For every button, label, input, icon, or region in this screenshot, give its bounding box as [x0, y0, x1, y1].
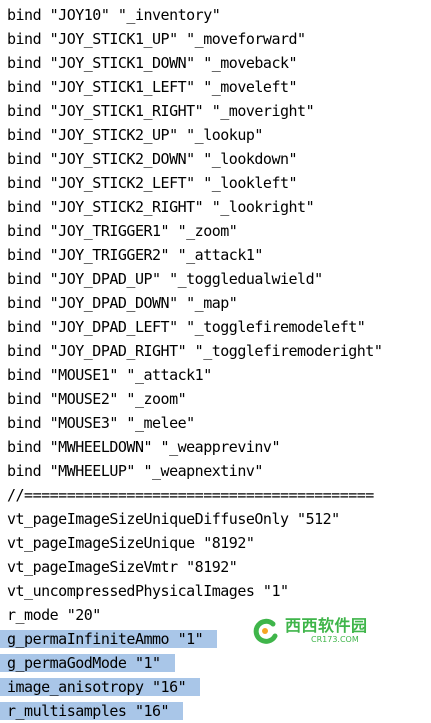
code-line[interactable]: bind "JOY_DPAD_UP" "_toggledualwield" [7, 267, 431, 291]
code-line[interactable]: bind "MWHEELDOWN" "_weapprevinv" [7, 435, 431, 459]
code-line[interactable]: bind "JOY_DPAD_DOWN" "_map" [7, 291, 431, 315]
code-line-text: r_multisamples "16" [0, 702, 184, 720]
code-line-text: bind "JOY_TRIGGER1" "_zoom" [7, 222, 238, 240]
code-line-text: bind "JOY_TRIGGER2" "_attack1" [7, 246, 263, 264]
code-line-text: bind "JOY_STICK1_RIGHT" "_moveright" [7, 102, 315, 120]
code-line-text: g_permaGodMode "1" [0, 654, 175, 672]
selected-code-line[interactable]: g_permaInfiniteAmmo "1" [0, 627, 431, 651]
code-line[interactable]: bind "MOUSE3" "_melee" [7, 411, 431, 435]
code-line-text: vt_pageImageSizeUnique "8192" [7, 534, 255, 552]
code-line-text: bind "JOY_STICK2_LEFT" "_lookleft" [7, 174, 298, 192]
code-line[interactable]: bind "JOY_STICK2_DOWN" "_lookdown" [7, 147, 431, 171]
code-line[interactable]: bind "MWHEELUP" "_weapnextinv" [7, 459, 431, 483]
code-line-text: bind "JOY_STICK2_RIGHT" "_lookright" [7, 198, 315, 216]
code-line-text: bind "MOUSE2" "_zoom" [7, 390, 187, 408]
selected-code-line[interactable]: r_multisamples "16" [0, 699, 431, 723]
code-line-text: bind "MWHEELUP" "_weapnextinv" [7, 462, 263, 480]
watermark-logo-icon [251, 616, 281, 646]
code-line-text: bind "JOY_DPAD_UP" "_toggledualwield" [7, 270, 323, 288]
code-line[interactable]: bind "MOUSE1" "_attack1" [7, 363, 431, 387]
selected-code-line[interactable]: image_anisotropy "16" [0, 675, 431, 699]
code-line-text: bind "JOY_STICK2_UP" "_lookup" [7, 126, 263, 144]
code-line-text: image_anisotropy "16" [0, 678, 201, 696]
code-line-text: bind "JOY_STICK1_LEFT" "_moveleft" [7, 78, 298, 96]
code-line[interactable]: bind "JOY_STICK1_UP" "_moveforward" [7, 27, 431, 51]
code-line[interactable]: bind "JOY_STICK2_RIGHT" "_lookright" [7, 195, 431, 219]
code-line[interactable]: bind "JOY_STICK1_DOWN" "_moveback" [7, 51, 431, 75]
code-line-text: bind "MOUSE1" "_attack1" [7, 366, 212, 384]
code-line-text: bind "JOY_STICK1_DOWN" "_moveback" [7, 54, 298, 72]
code-line-text: bind "JOY_STICK1_UP" "_moveforward" [7, 30, 306, 48]
code-line[interactable]: bind "JOY_STICK1_RIGHT" "_moveright" [7, 99, 431, 123]
code-line-text: g_permaInfiniteAmmo "1" [0, 630, 218, 648]
code-line[interactable]: bind "JOY_TRIGGER2" "_attack1" [7, 243, 431, 267]
code-line[interactable]: bind "MOUSE2" "_zoom" [7, 387, 431, 411]
code-line[interactable]: vt_pageImageSizeUnique "8192" [7, 531, 431, 555]
code-line-text: vt_pageImageSizeVmtr "8192" [7, 558, 238, 576]
code-line[interactable]: vt_pageImageSizeUniqueDiffuseOnly "512" [7, 507, 431, 531]
code-line[interactable]: r_mode "20" [7, 603, 431, 627]
code-line[interactable]: bind "JOY_DPAD_RIGHT" "_togglefiremoderi… [7, 339, 431, 363]
code-line-text: r_mode "20" [7, 606, 101, 624]
selected-code-line[interactable]: g_permaGodMode "1" [0, 651, 431, 675]
code-line[interactable]: //======================================… [7, 483, 431, 507]
code-line-text: //======================================… [7, 486, 374, 504]
code-line-text: vt_pageImageSizeUniqueDiffuseOnly "512" [7, 510, 340, 528]
code-line[interactable]: bind "JOY_STICK1_LEFT" "_moveleft" [7, 75, 431, 99]
code-line[interactable]: bind "JOY_TRIGGER1" "_zoom" [7, 219, 431, 243]
code-line[interactable]: bind "JOY_STICK2_LEFT" "_lookleft" [7, 171, 431, 195]
watermark-name: 西西软件园 [285, 616, 368, 635]
code-line-text: bind "MOUSE3" "_melee" [7, 414, 195, 432]
watermark-domain: CR173.COM [311, 635, 359, 644]
code-line-text: bind "JOY_DPAD_LEFT" "_togglefiremodelef… [7, 318, 366, 336]
code-line-text: vt_uncompressedPhysicalImages "1" [7, 582, 289, 600]
code-line-text: bind "JOY10" "_inventory" [7, 6, 221, 24]
code-line-text: bind "JOY_DPAD_DOWN" "_map" [7, 294, 238, 312]
code-line[interactable]: vt_pageImageSizeVmtr "8192" [7, 555, 431, 579]
code-line[interactable]: bind "JOY10" "_inventory" [7, 3, 431, 27]
code-line-text: bind "JOY_DPAD_RIGHT" "_togglefiremoderi… [7, 342, 383, 360]
code-line[interactable]: bind "JOY_STICK2_UP" "_lookup" [7, 123, 431, 147]
code-line-text: bind "MWHEELDOWN" "_weapprevinv" [7, 438, 280, 456]
code-line-text: bind "JOY_STICK2_DOWN" "_lookdown" [7, 150, 298, 168]
code-line[interactable]: bind "JOY_DPAD_LEFT" "_togglefiremodelef… [7, 315, 431, 339]
watermark: 西西软件园 CR173.COM [251, 612, 391, 650]
code-line[interactable]: vt_uncompressedPhysicalImages "1" [7, 579, 431, 603]
